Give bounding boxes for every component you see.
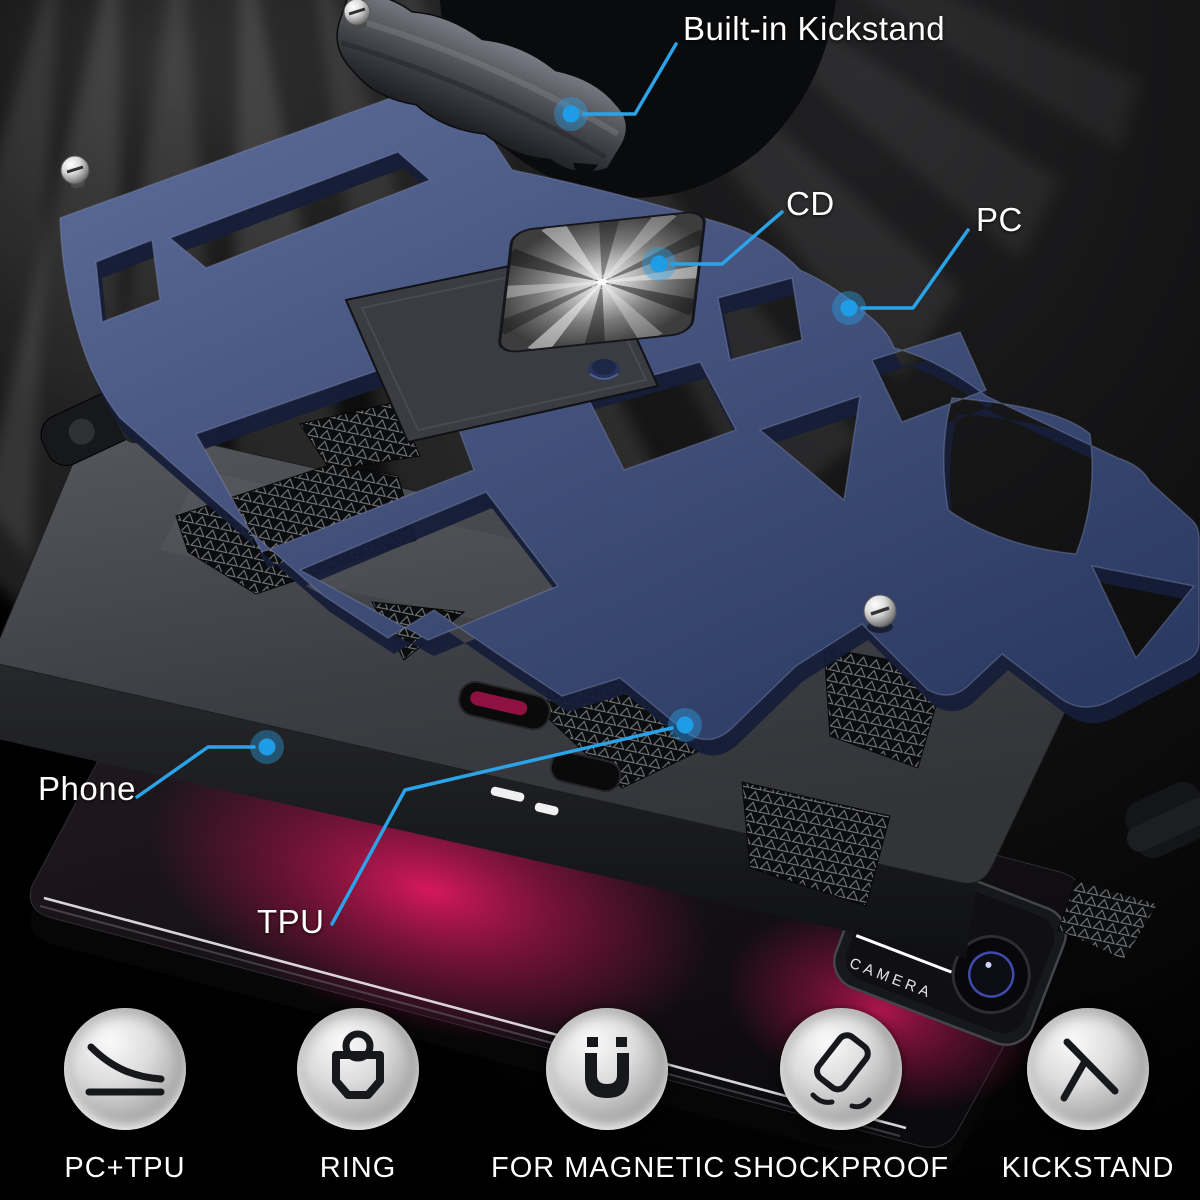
- callout-label-tpu: TPU: [257, 903, 325, 940]
- feature-shockproof: SHOCKPROOF: [725, 1008, 957, 1185]
- screw: [343, 0, 371, 30]
- callout-label-cd: CD: [786, 185, 835, 222]
- tpu-button-mark: [490, 786, 525, 802]
- camera-stripe: [855, 934, 952, 974]
- feature-kickstand: KICKSTAND: [972, 1008, 1200, 1185]
- feature-label: KICKSTAND: [1001, 1152, 1175, 1184]
- shockproof-phone-icon: [810, 1032, 872, 1110]
- mesh-patch: [741, 781, 891, 907]
- feature-magnetic: FOR MAGNETIC: [491, 1008, 726, 1185]
- callout-dot-cd: [642, 247, 676, 281]
- callout-dot-pc: [832, 291, 866, 325]
- feature-label: FOR MAGNETIC: [491, 1152, 726, 1184]
- callout-line-phone: [135, 745, 256, 799]
- feature-ring: RING: [242, 1008, 474, 1185]
- phone-edge-highlight-2: [39, 905, 901, 1137]
- screw: [60, 155, 90, 189]
- phone-edge-highlight: [43, 896, 907, 1130]
- mesh-patch: [299, 401, 421, 471]
- callout-label-pc: PC: [976, 201, 1023, 238]
- feature-label: SHOCKPROOF: [732, 1152, 950, 1184]
- callout-line-tpu: [330, 726, 674, 926]
- pc-tpu-flex-icon: [85, 1043, 165, 1096]
- feature-label: PC+TPU: [64, 1152, 186, 1184]
- mesh-patch: [1057, 879, 1159, 961]
- pc-dimple: [588, 359, 620, 381]
- pc-frame-top: [59, 80, 1200, 741]
- feature-circle: [1027, 1008, 1149, 1130]
- tpu-side-cutouts: [457, 680, 622, 793]
- tpu-corner-bumper-bottom-right: [1124, 781, 1200, 859]
- feature-circle: [297, 1008, 419, 1130]
- callout-line-cd: [670, 210, 784, 266]
- callout-dot-kickstand: [554, 97, 588, 131]
- callout-label-phone: Phone: [38, 770, 136, 807]
- mesh-patch: [175, 463, 417, 595]
- tpu-button-mark: [534, 802, 559, 816]
- screw: [863, 594, 897, 633]
- magnet-icon: [585, 1037, 629, 1098]
- callout-dot-phone: [250, 730, 284, 764]
- cd-magnet-plate: [498, 210, 706, 354]
- feature-circle: [64, 1008, 186, 1130]
- feature-pc-tpu: PC+TPU: [9, 1008, 241, 1185]
- callout-dot-tpu: [668, 708, 702, 742]
- ring-holder-icon: [332, 1030, 384, 1099]
- callout-label-kickstand: Built-in Kickstand: [683, 10, 946, 47]
- feature-label: RING: [319, 1152, 397, 1184]
- tpu-side-face: [0, 664, 976, 958]
- callout-line-pc: [860, 228, 970, 310]
- pc-frame: [59, 80, 1200, 756]
- callouts: [135, 42, 970, 926]
- feature-circle: [780, 1008, 902, 1130]
- kickstand-icon: [1060, 1038, 1119, 1102]
- callout-line-kickstand: [582, 42, 678, 116]
- feature-circle: [546, 1008, 668, 1130]
